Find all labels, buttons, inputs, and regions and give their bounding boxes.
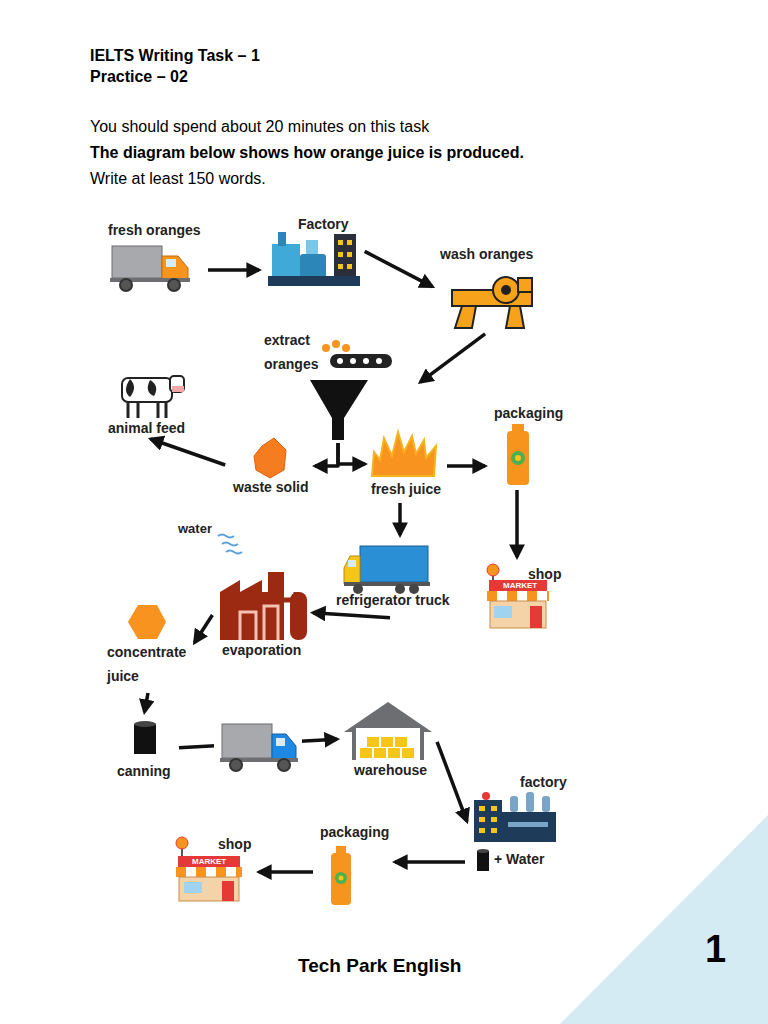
- truck-step: refrigerator truck: [332, 538, 454, 618]
- flow-arrow: [395, 860, 465, 864]
- concentrate-hexagon: [128, 605, 166, 639]
- step-label: refrigerator truck: [336, 592, 450, 608]
- truck-step: fresh oranges: [100, 220, 205, 295]
- flow-arrow: [151, 439, 225, 465]
- juice-bottle-icon: [507, 424, 529, 485]
- step-label: warehouse: [354, 762, 427, 778]
- flow-arrow: [208, 268, 259, 272]
- packaging-step: packaging: [488, 403, 568, 487]
- shop-step: shop: [484, 560, 564, 630]
- flow-arrow: [398, 503, 402, 535]
- process-step: extract oranges: [258, 328, 418, 440]
- step-label: waste solid: [233, 479, 308, 495]
- factory-step: factory + Water: [468, 772, 570, 876]
- process-step: evaporation: [214, 565, 310, 660]
- instruction-text: Write at least 150 words.: [90, 170, 266, 188]
- shop-sign-text: MARKET: [192, 857, 226, 866]
- task-prompt: The diagram below shows how orange juice…: [90, 144, 524, 162]
- storage-step: warehouse: [340, 698, 436, 780]
- conveyor-icon: [322, 340, 392, 368]
- flow-arrow: [313, 613, 390, 618]
- step-label: + Water: [494, 851, 544, 867]
- practice-number: Practice – 02: [90, 68, 188, 86]
- washing-machine-icon: [452, 277, 532, 328]
- flow-arrow: [447, 464, 485, 468]
- step-label: shop: [528, 566, 561, 582]
- step-label: fresh juice: [371, 481, 441, 497]
- step-label: wash oranges: [440, 246, 533, 262]
- packaging-step: packaging: [316, 822, 392, 908]
- output-step: waste solid: [228, 435, 312, 497]
- can-icon: [134, 721, 156, 754]
- flow-arrow: [259, 870, 313, 874]
- step-label: shop: [218, 836, 251, 852]
- footer-brand: Tech Park English: [298, 955, 461, 977]
- step-label: canning: [117, 763, 171, 779]
- step-label: fresh oranges: [108, 222, 201, 238]
- flow-arrow: [515, 490, 519, 557]
- cow-icon: [122, 376, 184, 418]
- flow-arrow: [145, 693, 149, 712]
- juice-splash-icon: [372, 432, 436, 476]
- step-label: evaporation: [222, 642, 301, 658]
- flow-arrow: [420, 334, 485, 382]
- output-step: animal feed: [104, 372, 192, 438]
- flow-arrow: [315, 443, 338, 466]
- page-number: 1: [705, 928, 726, 972]
- flow-arrow: [195, 615, 213, 643]
- process-step: canning: [112, 715, 176, 781]
- step-label: concentrate juice: [107, 640, 191, 688]
- flow-arrow: [365, 251, 433, 286]
- instruction-text: You should spend about 20 minutes on thi…: [90, 118, 429, 136]
- shop-sign-text: MARKET: [503, 581, 537, 590]
- corner-triangle: [560, 815, 768, 1024]
- factory-icon: [474, 792, 556, 871]
- delivery-truck-icon: [110, 246, 190, 291]
- step-label: animal feed: [108, 420, 185, 436]
- funnel-icon: [310, 380, 368, 440]
- output-step: concentrate juice: [104, 600, 193, 690]
- refrigerator-truck-icon: [344, 546, 430, 594]
- process-step: wash oranges: [435, 244, 540, 332]
- step-label: packaging: [494, 405, 563, 421]
- step-label: packaging: [320, 824, 389, 840]
- page-title: IELTS Writing Task – 1: [90, 47, 260, 65]
- flow-arrow: [338, 443, 365, 464]
- output-step: fresh juice: [368, 428, 444, 500]
- water-vapour-icon: [218, 535, 242, 554]
- step-label: Factory: [298, 216, 349, 232]
- delivery-truck-icon: [214, 716, 302, 778]
- juice-bottle-icon: [331, 846, 351, 905]
- factory-icon: [268, 232, 360, 286]
- shop-step: shop: [172, 830, 256, 902]
- water-label: water: [178, 522, 212, 537]
- step-label: extract oranges: [264, 328, 322, 376]
- waste-pile-icon: [254, 438, 286, 478]
- warehouse-icon: [344, 702, 432, 760]
- factory-step: Factory: [262, 212, 362, 288]
- evaporation-plant-icon: [220, 572, 307, 640]
- flow-arrow: [437, 742, 467, 821]
- step-label: factory: [520, 774, 567, 790]
